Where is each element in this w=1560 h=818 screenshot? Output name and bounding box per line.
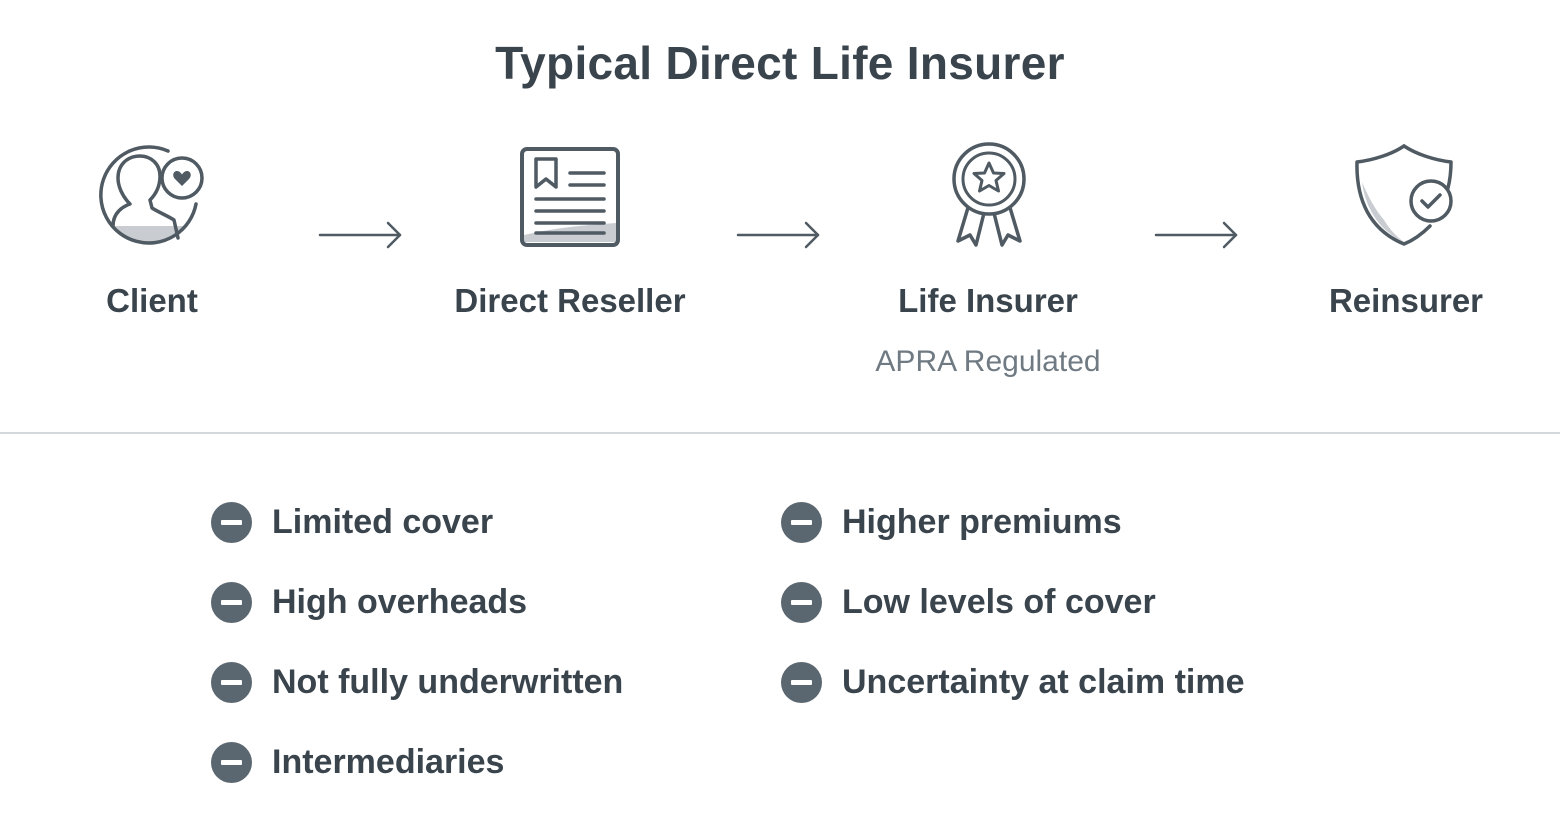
con-label: Uncertainty at claim time [842, 663, 1245, 701]
minus-circle-icon [781, 662, 822, 703]
award-ribbon-icon [948, 141, 1030, 253]
stage-label-client: Client [106, 282, 198, 319]
minus-circle-icon [211, 502, 252, 543]
minus-circle-icon [211, 582, 252, 623]
con-label: Not fully underwritten [272, 663, 624, 701]
list-item: Low levels of cover [781, 561, 1244, 641]
minus-circle-icon [211, 742, 252, 783]
minus-circle-icon [211, 662, 252, 703]
cons-list-right: Higher premiums Low levels of cover Unce… [781, 481, 1244, 721]
con-label: Higher premiums [842, 503, 1122, 541]
person-heart-icon [96, 142, 208, 248]
list-item: Not fully underwritten [211, 641, 623, 721]
con-label: Low levels of cover [842, 583, 1156, 621]
arrow-right-icon [318, 220, 404, 250]
stage-label-reinsurer: Reinsurer [1328, 282, 1484, 319]
list-item: Limited cover [211, 481, 623, 561]
list-item: Uncertainty at claim time [781, 641, 1244, 721]
shield-check-icon [1352, 142, 1458, 250]
arrow-right-icon [736, 220, 822, 250]
section-divider [0, 432, 1560, 434]
stage-label-direct-reseller: Direct Reseller [454, 282, 686, 319]
con-label: Intermediaries [272, 743, 505, 781]
con-label: Limited cover [272, 503, 494, 541]
list-item: Higher premiums [781, 481, 1244, 561]
minus-circle-icon [781, 502, 822, 543]
cons-list-left: Limited cover High overheads Not fully u… [211, 481, 623, 801]
list-item: High overheads [211, 561, 623, 641]
stage-sublabel-apra: APRA Regulated [875, 345, 1101, 378]
con-label: High overheads [272, 583, 528, 621]
list-item: Intermediaries [211, 721, 623, 801]
page-title: Typical Direct Life Insurer [495, 37, 1065, 89]
stage-label-life-insurer: Life Insurer [898, 282, 1078, 319]
document-bookmark-icon [518, 145, 622, 249]
arrow-right-icon [1154, 220, 1240, 250]
minus-circle-icon [781, 582, 822, 623]
